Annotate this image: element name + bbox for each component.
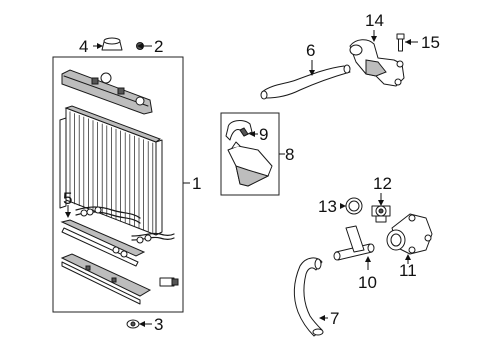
reserve-tank: [227, 141, 273, 187]
thermostat-gasket: [340, 197, 363, 215]
callout-2: 2: [154, 37, 163, 56]
drain-cock-hose: [131, 232, 175, 244]
callout-12: 12: [373, 174, 392, 193]
bolt: [396, 33, 418, 52]
reserve-tank-frame: [220, 112, 285, 196]
callout-13: 13: [318, 197, 337, 216]
callout-11: 11: [399, 261, 417, 280]
grommet: [126, 319, 152, 329]
radiator-lower-hose-pipe: [75, 206, 141, 224]
thermostat: [371, 193, 391, 223]
radiator-assembly-frame: [52, 56, 190, 313]
radiator-upper-tank: [61, 69, 153, 115]
radiator-core: [59, 105, 163, 236]
lower-radiator-hose: [293, 257, 328, 337]
callout-3: 3: [154, 315, 163, 334]
clip-fastener: [136, 42, 152, 50]
water-inlet-pipe: [333, 225, 375, 270]
upper-radiator-hose: [260, 60, 351, 100]
callout-8: 8: [285, 145, 294, 164]
radiator-lower-tank: [60, 219, 146, 267]
callout-9: 9: [259, 125, 268, 144]
water-inlet-housing: [386, 213, 433, 264]
callout-14: 14: [365, 11, 384, 30]
callout-6: 6: [306, 41, 315, 60]
callout-1: 1: [192, 174, 201, 193]
callout-4: 4: [79, 37, 88, 56]
callout-10: 10: [358, 273, 377, 292]
callout-labels: 1 2 3 4 5 6 7 8 9 10 11 12 13 14 15: [63, 11, 440, 334]
callout-5: 5: [63, 189, 72, 208]
callout-7: 7: [330, 309, 339, 328]
reserve-tank-cap: [225, 120, 258, 141]
leader-5: [65, 205, 71, 218]
radiator-cap: [93, 37, 123, 51]
water-outlet: [349, 30, 405, 87]
callout-15: 15: [421, 33, 440, 52]
radiator-support-bracket: [60, 253, 152, 305]
drain-plug: [159, 277, 179, 287]
